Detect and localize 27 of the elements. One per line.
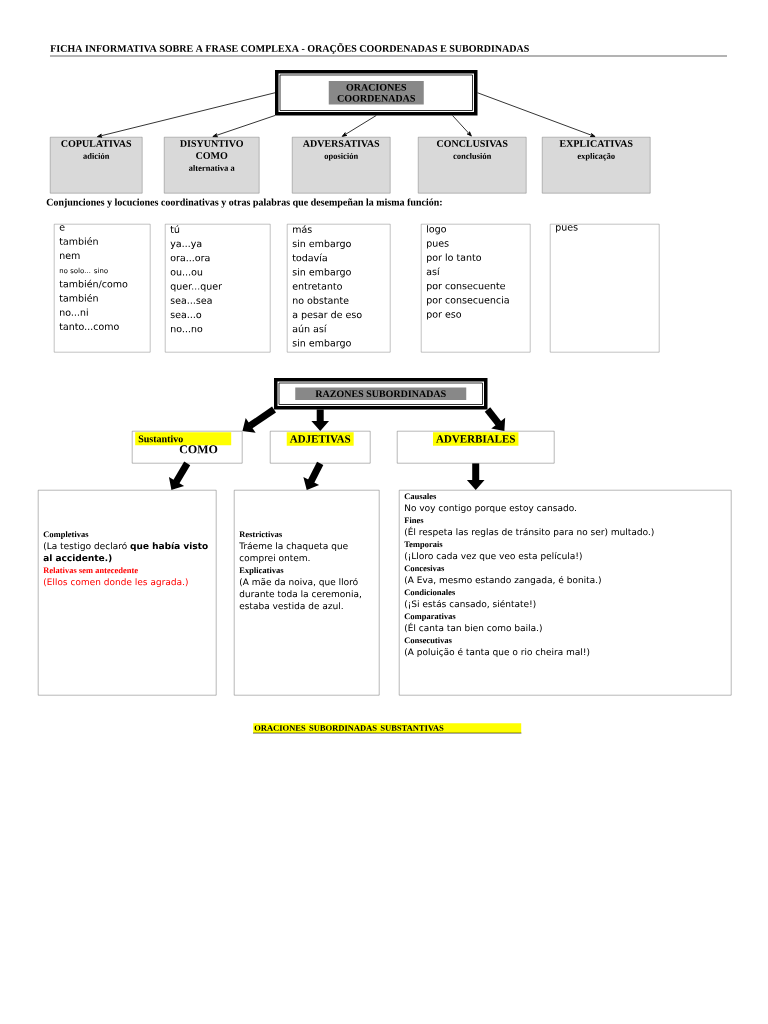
arrow (484, 407, 506, 431)
arrow (212, 115, 276, 138)
category-box: ADJETIVAS (270, 431, 371, 464)
word-list-box: logo pues por lo tanto así por consecuente por consecuencia por eso (421, 224, 531, 353)
arrow (452, 115, 472, 137)
title-box: ORACIONES COORDENADAS (275, 70, 478, 116)
heading: Conjunciones y locuciones coordinativas y otras palabras que desempeñan la misma función: (46, 198, 442, 208)
word-list-box: pues (550, 224, 660, 353)
word-list-box: tú ya...ya ora...ora ou...ou quer...quer sea...sea sea...o no...no (165, 224, 271, 353)
arrow (242, 406, 276, 433)
title-box: RAZONES SUBORDINADAS (274, 378, 488, 410)
category-box: EXPLICATIVAS explicação (542, 137, 651, 194)
arrow (96, 92, 276, 138)
category-box: DISYUNTIVO COMO alternativa a (164, 137, 260, 194)
category-box: ADVERSATIVAS oposición (292, 137, 391, 194)
category-box: Sustantivo COMO (132, 431, 243, 464)
arrow (341, 115, 377, 137)
example-box: Completivas (La testigo declaró que había visto al accidente.) Relativas sem antecedente (Ellos comen donde les agrada.) (38, 490, 217, 696)
example-box: Causales No voy contigo porque estoy cansado. Fines (Él respeta las reglas de tránsito para no ser) multado.) Temporais (¡Lloro cada vez que veo esta película!) Concesivas (A Eva, mesmo estando zangada, é bonita.) Condicionales (¡Si estás cansado, siéntate!) Comparativas (Él canta tan bien como baila.) Consecutivas (A poluição é tanta que o rio cheira mal!) (399, 490, 732, 696)
example-box: Restrictivas Tráeme la chaqueta que comprei ontem. Explicativas (A mãe da noiva, que lloró durante toda la ceremonia, estaba vestida de azul. (234, 490, 380, 696)
category-box: COPULATIVAS adición (50, 137, 143, 194)
section-heading: ORACIONES SUBORDINADAS SUBSTANTIVAS (252, 723, 522, 734)
category-box: ADVERBIALES (397, 431, 555, 464)
category-box: CONCLUSIVAS conclusión (418, 137, 527, 194)
word-list-box: más sin embargo todavía sin embargo entretanto no obstante a pesar de eso aún así sin embargo (287, 224, 391, 353)
title: FICHA INFORMATIVA SOBRE A FRASE COMPLEXA - ORAÇÕES COORDENADAS E SUBORDINADAS (50, 43, 529, 54)
arrow (477, 92, 596, 137)
